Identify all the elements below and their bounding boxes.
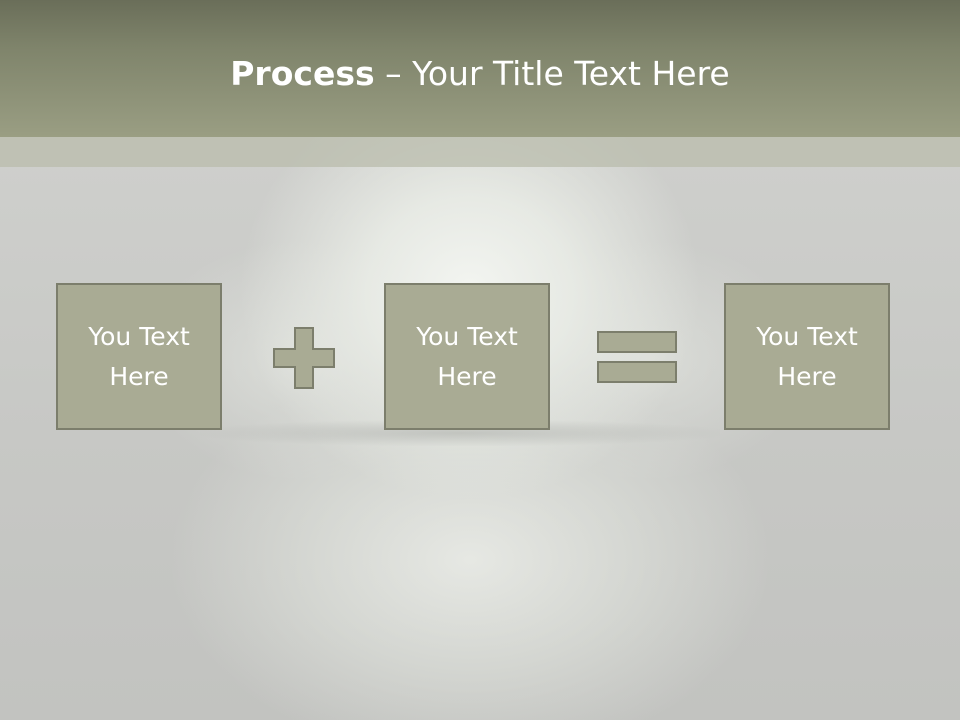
equals-icon xyxy=(597,331,677,383)
process-box-1-line1: You Text xyxy=(88,321,190,351)
process-box-1[interactable]: You Text Here xyxy=(56,283,222,430)
title-bold: Process xyxy=(230,54,375,93)
process-box-2-line2: Here xyxy=(437,361,497,391)
title-bar xyxy=(0,0,960,137)
process-box-2-line1: You Text xyxy=(416,321,518,351)
slide-title: Process – Your Title Text Here xyxy=(0,52,960,96)
process-box-3-text: You Text Here xyxy=(756,317,858,397)
title-bar-accent xyxy=(0,137,960,167)
process-box-1-text: You Text Here xyxy=(88,317,190,397)
title-rest: – Your Title Text Here xyxy=(374,54,730,93)
process-box-3-line1: You Text xyxy=(756,321,858,351)
process-box-3-line2: Here xyxy=(777,361,837,391)
process-box-2-text: You Text Here xyxy=(416,317,518,397)
process-box-2[interactable]: You Text Here xyxy=(384,283,550,430)
plus-icon xyxy=(273,327,335,389)
process-box-1-line2: Here xyxy=(109,361,169,391)
process-box-3[interactable]: You Text Here xyxy=(724,283,890,430)
